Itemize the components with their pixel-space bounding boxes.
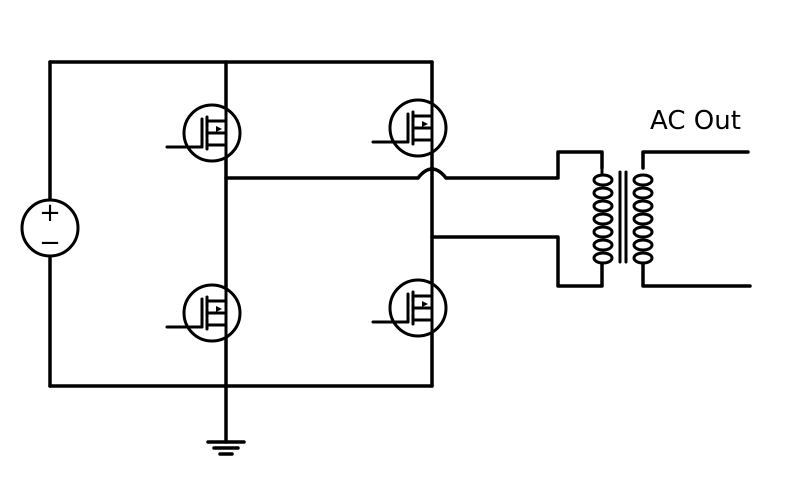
secondary-winding [632, 173, 654, 265]
source-minus-sign: − [39, 228, 61, 258]
transformer [592, 166, 654, 272]
dc-bus-wires [48, 60, 434, 388]
ac-out-label: AC Out [650, 106, 741, 136]
output-wire-b [430, 235, 604, 288]
mosfet-q1 [165, 103, 242, 163]
ac-out-wire-bottom [641, 262, 752, 288]
ground-symbol [206, 384, 246, 456]
dc-voltage-source: + − [20, 198, 80, 258]
primary-winding [592, 166, 614, 272]
source-plus-sign: + [39, 198, 61, 228]
mosfet-q4 [371, 278, 448, 338]
mosfet-q3 [371, 98, 448, 158]
mosfet-q2 [165, 283, 242, 343]
transformer-core [618, 170, 628, 264]
output-wire-a [224, 150, 604, 180]
ac-out-wire-top [641, 150, 750, 170]
